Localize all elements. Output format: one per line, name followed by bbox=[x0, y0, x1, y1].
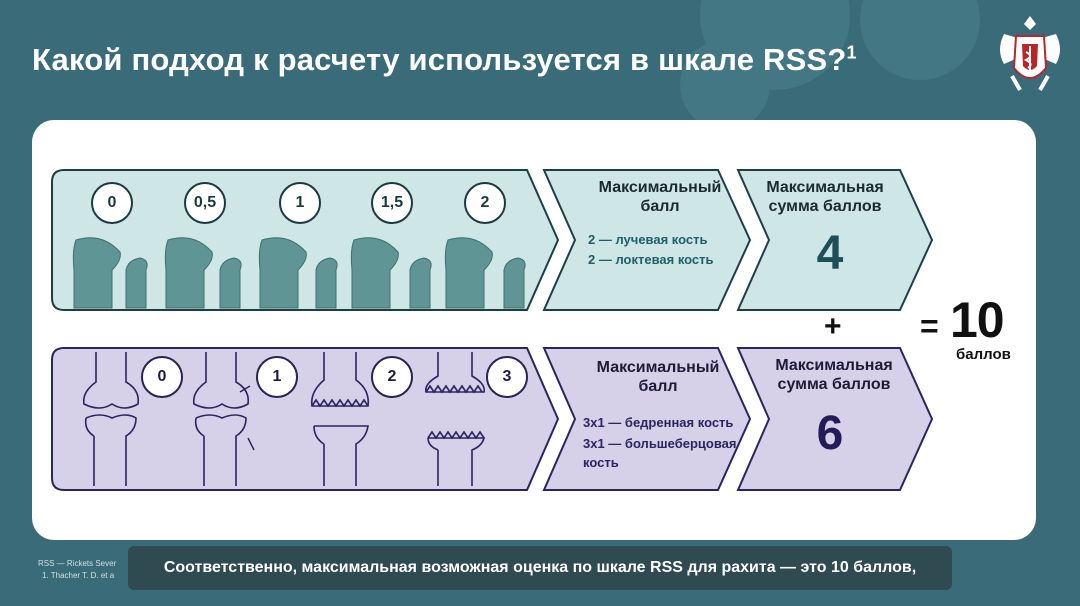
wrist-max-sum-value: 4 bbox=[816, 227, 844, 280]
knee-score-1: 1 bbox=[256, 356, 298, 398]
total-score-value: 10 bbox=[950, 292, 1005, 348]
wrist-xray-2 bbox=[444, 237, 526, 309]
knee-xray-1 bbox=[192, 352, 255, 486]
footnote-reference: 1. Thacher T. D. et a bbox=[42, 571, 115, 580]
wrist-score-1.5: 1,5 bbox=[371, 182, 413, 224]
knee-xray-0 bbox=[82, 352, 140, 486]
knee-detail-tibia: 3х1 — большеберцовая кость bbox=[583, 436, 737, 470]
knee-max-sum-label: Максимальная сумма баллов bbox=[775, 357, 893, 393]
wrist-detail-ulna: 2 — локтевая кость bbox=[588, 252, 714, 267]
knee-xray-3 bbox=[424, 352, 486, 486]
knee-max-sum-value: 6 bbox=[816, 407, 844, 460]
wrist-detail-radius: 2 — лучевая кость bbox=[588, 232, 708, 247]
knee-score-0: 0 bbox=[141, 356, 183, 398]
wrist-xray-1.5 bbox=[350, 237, 432, 309]
wrist-max-sum-label: Максимальная сумма баллов bbox=[766, 179, 884, 215]
wrist-score-1: 1 bbox=[279, 182, 321, 224]
total-score-unit: баллов bbox=[956, 346, 1011, 363]
knee-xray-2 bbox=[310, 352, 370, 486]
equals-sign: = bbox=[920, 308, 939, 344]
wrist-panel-shapes bbox=[51, 169, 934, 311]
page-title: Какой подход к расчету используется в шк… bbox=[32, 42, 857, 78]
wrist-xray-0 bbox=[72, 237, 148, 309]
emblem-icon bbox=[1000, 16, 1060, 91]
decor-circle bbox=[860, 0, 980, 80]
content-card: 0 0,5 1 1,5 2 Максимальный балл 2 — луче… bbox=[32, 120, 1036, 540]
wrist-score-2: 2 bbox=[464, 182, 506, 224]
plus-sign: + bbox=[824, 310, 842, 343]
wrist-max-score-label: Максимальный балл bbox=[598, 179, 722, 215]
title-reference: 1 bbox=[846, 42, 857, 63]
wrist-score-0: 0 bbox=[91, 182, 133, 224]
knee-max-score-label: Максимальный балл bbox=[596, 359, 720, 395]
decor-circle bbox=[680, 40, 770, 130]
wrist-score-0.5: 0,5 bbox=[184, 182, 226, 224]
knee-panel-shapes bbox=[51, 347, 934, 491]
knee-detail-femur: 3х1 — бедренная кость bbox=[583, 415, 734, 430]
footnote-abbreviation: RSS — Rickets Sever bbox=[38, 559, 117, 568]
wrist-xray-1 bbox=[258, 237, 338, 309]
subtitle-caption: Соответственно, максимальная возможная о… bbox=[128, 546, 952, 590]
footnote: RSS — Rickets Sever 1. Thacher T. D. et … bbox=[38, 558, 116, 582]
knee-score-3: 3 bbox=[486, 356, 528, 398]
wrist-xray-0.5 bbox=[164, 237, 242, 309]
title-text: Какой подход к расчету используется в шк… bbox=[32, 42, 847, 77]
knee-score-2: 2 bbox=[371, 356, 413, 398]
